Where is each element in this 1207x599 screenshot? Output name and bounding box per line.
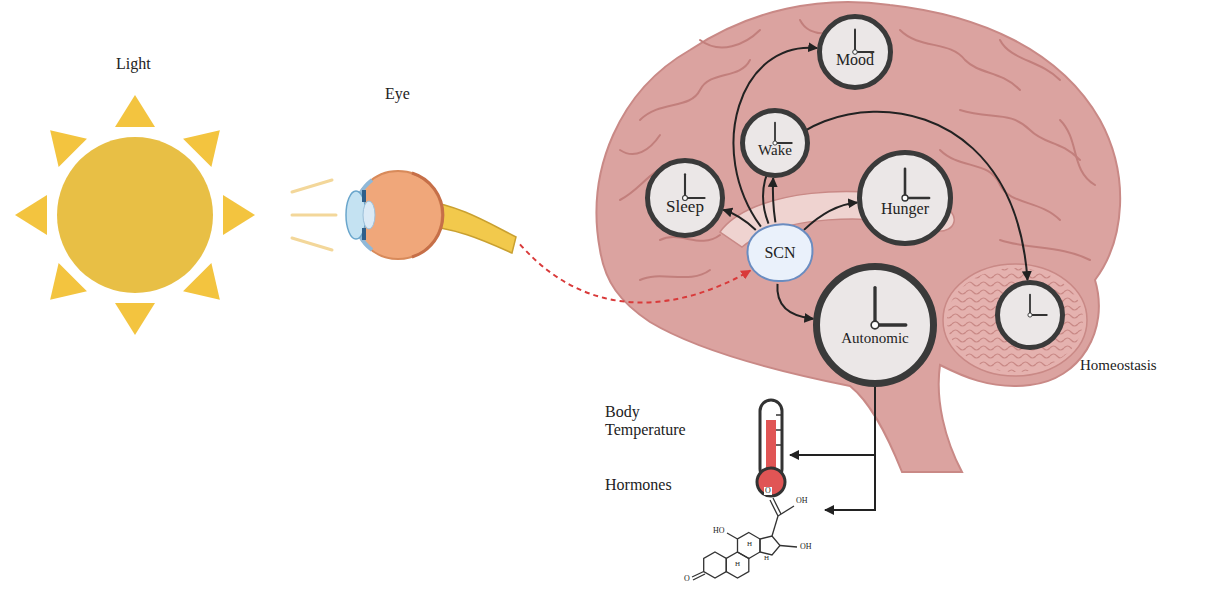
clock-node: Wake [740, 108, 810, 178]
hormone-molecule [692, 498, 797, 580]
output-node: Hormones [600, 450, 825, 570]
atom-label: OH [795, 497, 809, 505]
thermometer [757, 400, 785, 496]
connector-arrow [733, 48, 817, 227]
atom-label: H [734, 561, 741, 568]
atom-label: O [683, 575, 691, 583]
atom-label: O [764, 487, 772, 495]
clock-label: Sleep [665, 197, 705, 217]
clock-hands [1000, 285, 1060, 345]
atom-label: OH [799, 543, 813, 551]
clock-node: Hunger [857, 150, 953, 246]
clock-label: Homeostasis [1080, 357, 1157, 374]
atom-label: H [746, 541, 753, 548]
node-label: Hormones [605, 476, 672, 494]
clock-label: Hunger [880, 200, 930, 218]
clock-node: Sleep [645, 158, 725, 238]
eye-drawing [346, 171, 516, 259]
connector-arrow [825, 387, 875, 510]
clock-label: Mood [835, 51, 875, 69]
node-label: Eye [385, 85, 410, 103]
atom-label: H [763, 555, 770, 562]
clock-hands [820, 270, 930, 380]
connector-arrow [790, 387, 875, 455]
clock-label: Autonomic [840, 330, 910, 347]
clock-node: Homeostasis [995, 280, 1065, 350]
sun [15, 95, 255, 335]
light-signal-arrow [520, 244, 750, 302]
clock-hands [862, 155, 948, 241]
connector-arrow [773, 178, 776, 222]
clock-label: Wake [757, 142, 793, 159]
clock-node: Autonomic [813, 263, 937, 387]
scn-nucleus: SCN [744, 222, 816, 284]
connector-arrow [804, 203, 857, 230]
node-label: Body Temperature [605, 403, 705, 440]
atom-label: HO [712, 527, 726, 535]
scn-label: SCN [764, 244, 795, 262]
brain [597, 2, 1121, 472]
output-node: Body Temperature [600, 395, 790, 515]
clock-node: Mood [817, 14, 893, 90]
light-rays [292, 180, 336, 250]
eye-node: Eye [345, 85, 520, 260]
light-label: Light [116, 56, 151, 72]
connector-arrow [777, 284, 813, 319]
